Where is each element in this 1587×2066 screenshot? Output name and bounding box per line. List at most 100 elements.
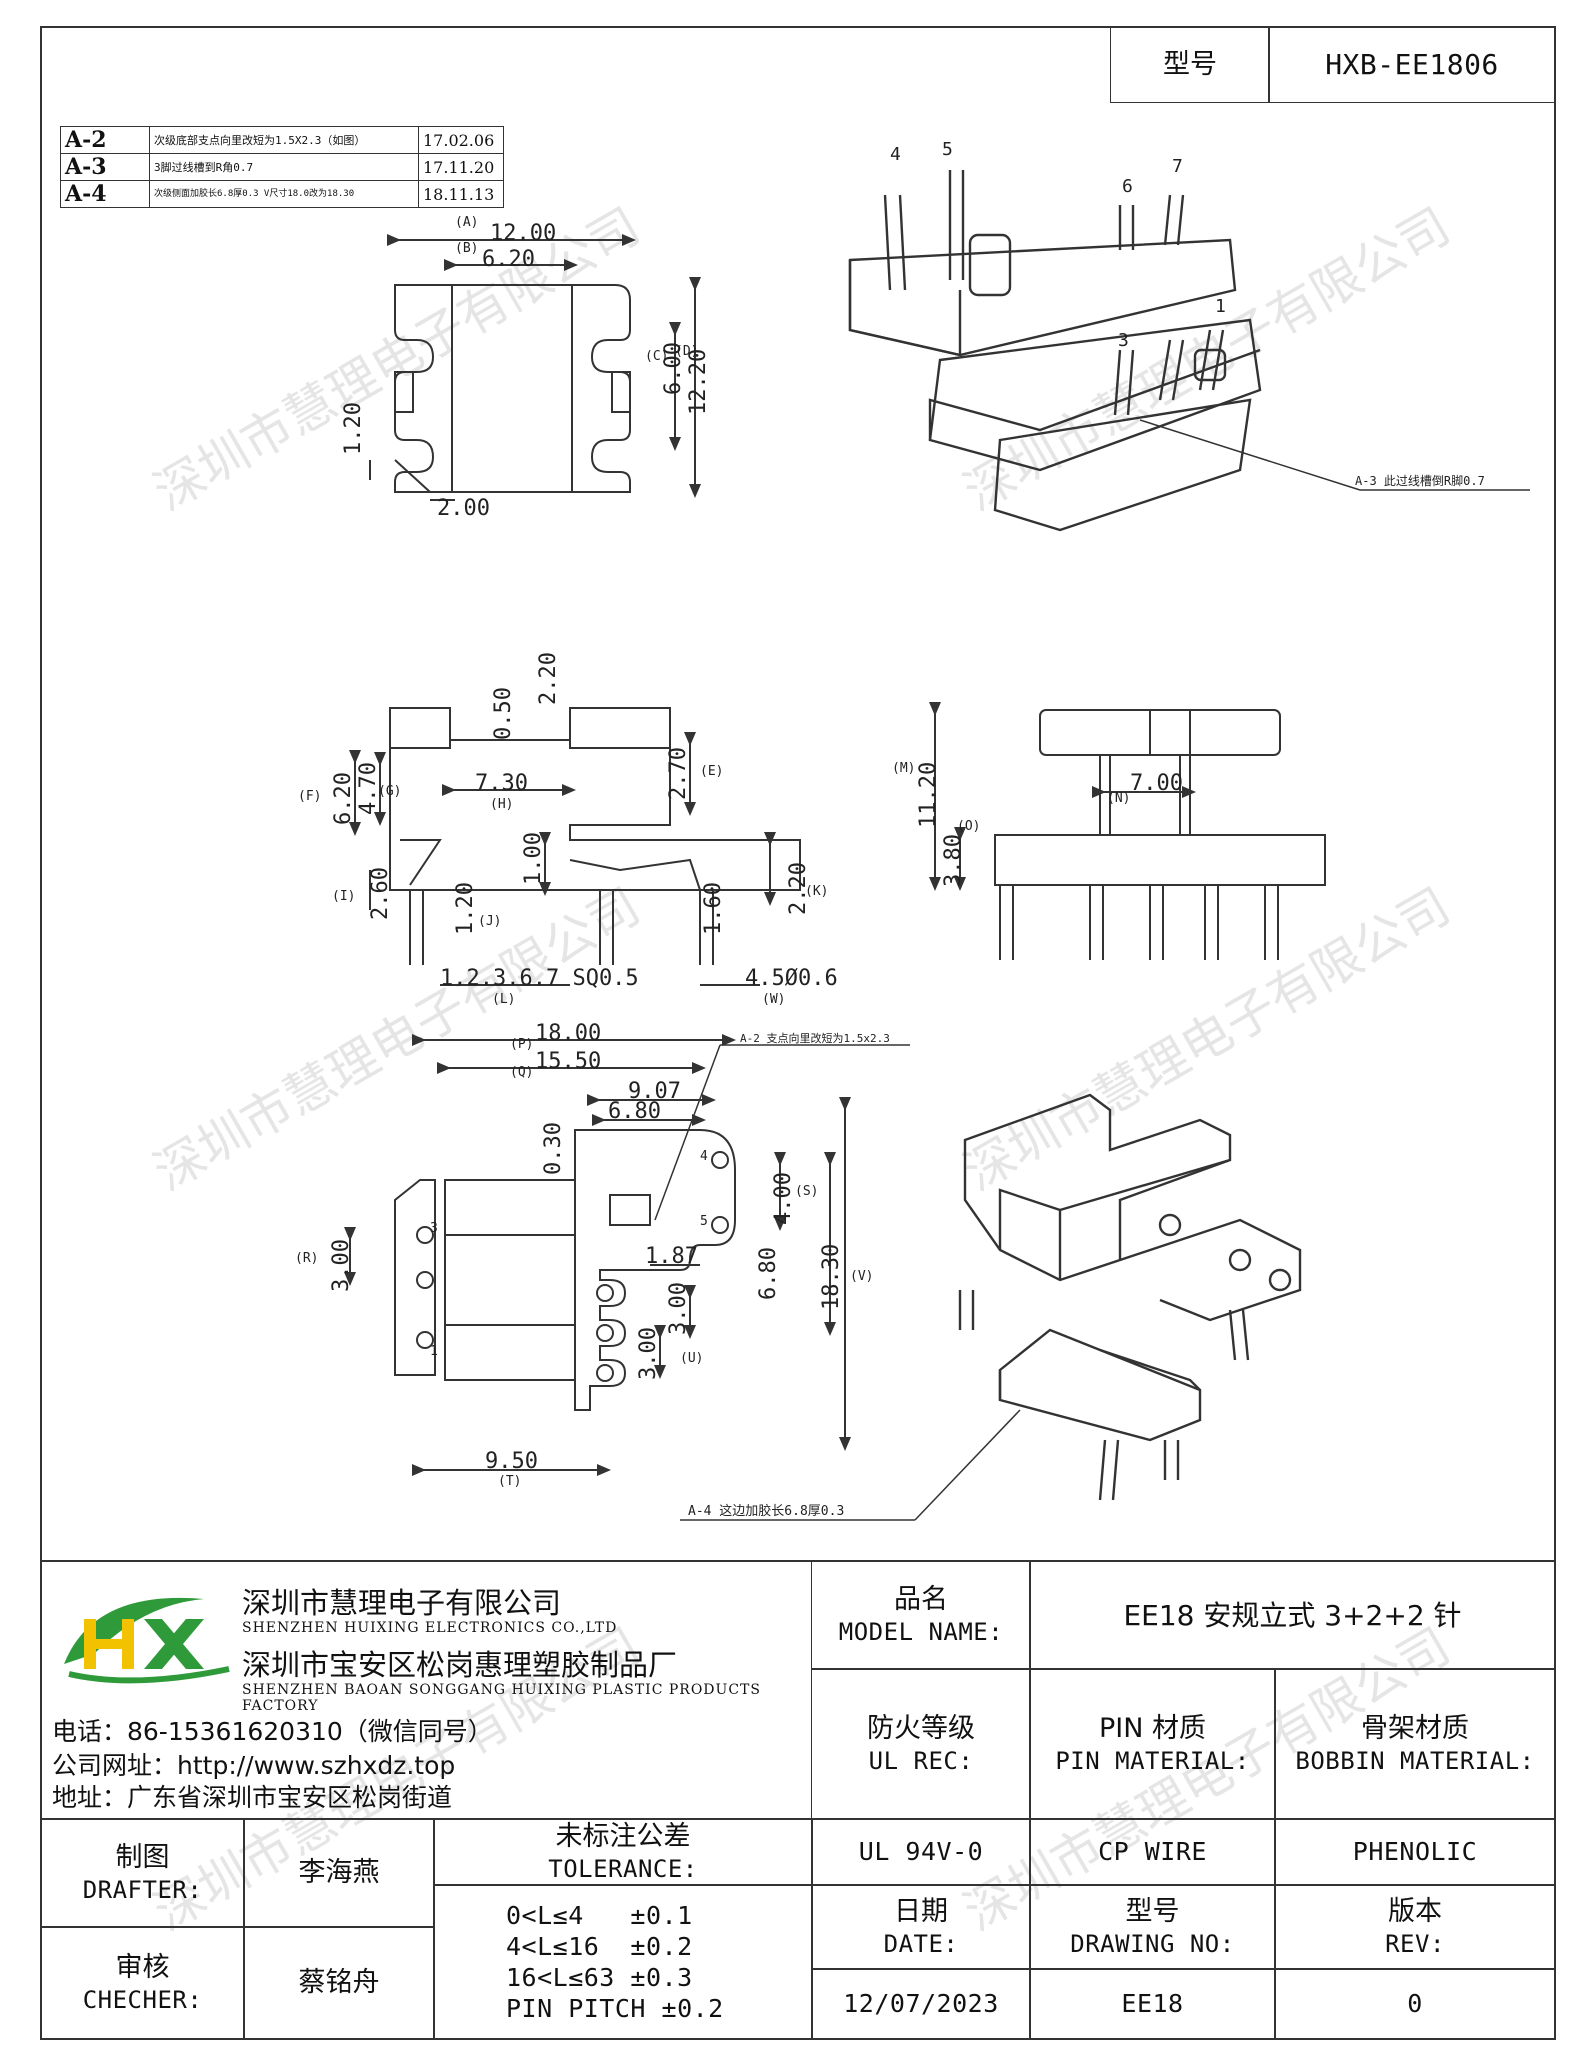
pin-material-label-cell: PIN 材质 PIN MATERIAL: [1029, 1668, 1276, 1820]
ref-label: (K) [805, 884, 828, 899]
revision-row: A-2 次级底部支点向里改短为1.5X2.3（如图） 17.02.06 [60, 126, 504, 154]
dim-label: 2.20 [536, 652, 561, 705]
pin-label: 6 [1122, 176, 1133, 197]
top-view [369, 234, 701, 501]
dim-label: 1.87 [645, 1244, 698, 1269]
dim-label: 7.00 [1130, 771, 1183, 796]
ref-label: (A) [455, 215, 478, 230]
company-name-cn-2: 深圳市宝安区松岗惠理塑胶制品厂 [242, 1648, 678, 1682]
revision-id: A-4 [60, 180, 150, 208]
fire-label-cn: 防火等级 [867, 1713, 975, 1745]
iso-bottom-labels: A-4 这边加胶长6.8厚0.3 [688, 1503, 844, 1519]
dim-label: 1.20 [341, 402, 366, 455]
iso-top-labels: 4 5 6 7 1 3 A-3 此过线槽倒R脚0.7 [890, 139, 1485, 488]
note-label: A-2 支点向里改短为1.5x2.3 [740, 1031, 890, 1045]
company-address: 地址：广东省深圳市宝安区松岗街道 [52, 1783, 453, 1812]
drafter-label-cell: 制图 DRAFTER: [40, 1818, 245, 1928]
dim-label: 2.00 [437, 496, 490, 521]
ref-label: (Q) [510, 1065, 533, 1080]
type-label-cell: 型号 [1110, 26, 1270, 103]
pin-label: 1 [1215, 296, 1226, 317]
dim-label: 0.50 [491, 687, 516, 740]
dim-label: 3.00 [329, 1239, 354, 1292]
model-name-label-cell: 品名 MODEL NAME: [811, 1560, 1031, 1670]
bobbin-material-value: PHENOLIC [1352, 1837, 1478, 1867]
dim-label: 1.60 [701, 882, 726, 935]
ref-label: (H) [490, 797, 513, 812]
dim-label: 6.20 [482, 247, 535, 272]
dim-label: 1.2.3.6.7 SQ0.5 [440, 966, 639, 991]
rev-value-cell: 0 [1274, 1968, 1556, 2040]
pin-label: 7 [1172, 156, 1183, 177]
dim-label: 6.20 [331, 772, 356, 825]
ref-label: (I) [332, 889, 355, 904]
model-name-value-cell: EE18 安规立式 3+2+2 针 [1029, 1560, 1556, 1670]
tolerance-line: PIN PITCH ±0.2 [506, 1994, 724, 2024]
date-label-en: DATE: [883, 1929, 959, 1958]
drawing-no-label-en: DRAWING NO: [1070, 1929, 1235, 1958]
drawing-no-label-cell: 型号 DRAWING NO: [1029, 1884, 1276, 1970]
pin-label: 1 [430, 1344, 438, 1359]
revision-date: 17.02.06 [418, 126, 504, 154]
pin-material-value: CP WIRE [1098, 1837, 1207, 1867]
tolerance-line: 4<L≤16 ±0.2 [506, 1931, 693, 1961]
dim-label: 12.00 [490, 221, 556, 246]
dim-label: 4.00 [771, 1172, 796, 1225]
checker-value: 蔡铭舟 [298, 1967, 380, 1999]
drawing-no-value-cell: EE18 [1029, 1968, 1276, 2040]
note-label: A-4 这边加胶长6.8厚0.3 [688, 1503, 844, 1519]
company-website: 公司网址：http://www.szhxdz.top [52, 1751, 456, 1780]
type-value: HXB-EE1806 [1325, 48, 1499, 81]
fire-label-en: UL REC: [868, 1746, 974, 1775]
ref-label: (F) [298, 789, 321, 804]
drafter-value-cell: 李海燕 [243, 1818, 435, 1928]
ref-label: (P) [510, 1037, 533, 1052]
bottom-view [344, 1034, 910, 1476]
ref-label: (M) [892, 761, 915, 776]
dim-label: 6.00 [661, 342, 686, 395]
revision-date: 17.11.20 [418, 153, 504, 181]
revision-row: A-4 次级侧面加胶长6.8厚0.3 V尺寸18.0改为18.30 18.11.… [60, 180, 504, 208]
pin-material-label-cn: PIN 材质 [1098, 1713, 1207, 1745]
tolerance-line: 16<L≤63 ±0.3 [506, 1963, 693, 1992]
dim-label: 1.20 [453, 882, 478, 935]
dim-label: 12.20 [686, 349, 711, 415]
dim-label: 2.70 [666, 747, 691, 800]
side-view [929, 702, 1326, 960]
dim-label: 6.80 [756, 1247, 781, 1300]
type-label: 型号 [1163, 48, 1217, 80]
ref-label: (B) [455, 241, 478, 256]
fire-label-cell: 防火等级 UL REC: [811, 1668, 1031, 1820]
drawing-no-value: EE18 [1121, 1989, 1184, 2019]
bobbin-material-label-en: BOBBIN MATERIAL: [1295, 1746, 1535, 1775]
dim-label: 6.80 [608, 1099, 661, 1124]
front-view [349, 707, 801, 986]
dim-label: 18.30 [819, 1244, 844, 1310]
drafter-label-cn: 制图 [115, 1842, 170, 1874]
pin-label: 5 [700, 1214, 708, 1229]
note-label: A-3 此过线槽倒R脚0.7 [1355, 473, 1485, 488]
drawing-no-label-cn: 型号 [1125, 1896, 1180, 1928]
date-label-cn: 日期 [894, 1896, 948, 1928]
title-block [40, 1560, 1556, 2042]
dim-label: 15.50 [535, 1049, 601, 1074]
company-name-en-1: SHENZHEN HUIXING ELECTRONICS CO.,LTD [242, 1620, 618, 1636]
iso-view-bottom [680, 1093, 1302, 1521]
checker-value-cell: 蔡铭舟 [243, 1926, 435, 2040]
checker-label-en: CHECHER: [82, 1985, 203, 2014]
revision-desc: 次级侧面加胶长6.8厚0.3 V尺寸18.0改为18.30 [149, 180, 419, 208]
ref-label: (D) [675, 344, 698, 359]
pin-label: 3 [1118, 330, 1129, 351]
dim-label: 9.50 [485, 1449, 538, 1474]
date-value-cell: 12/07/2023 [811, 1968, 1031, 2040]
drafter-label-en: DRAFTER: [82, 1875, 203, 1904]
ref-label: (J) [478, 914, 501, 929]
revision-desc: 3脚过线槽到R角0.7 [149, 153, 419, 181]
ref-label: (N) [1107, 791, 1130, 806]
tolerance-label-cell: 未标注公差 TOLERANCE: [433, 1818, 813, 1886]
dim-label: 9.07 [628, 1079, 681, 1104]
company-logo [64, 1597, 230, 1684]
dim-label: 3.00 [636, 1327, 661, 1380]
date-value: 12/07/2023 [843, 1989, 999, 2019]
pin-label: 4 [890, 144, 901, 165]
